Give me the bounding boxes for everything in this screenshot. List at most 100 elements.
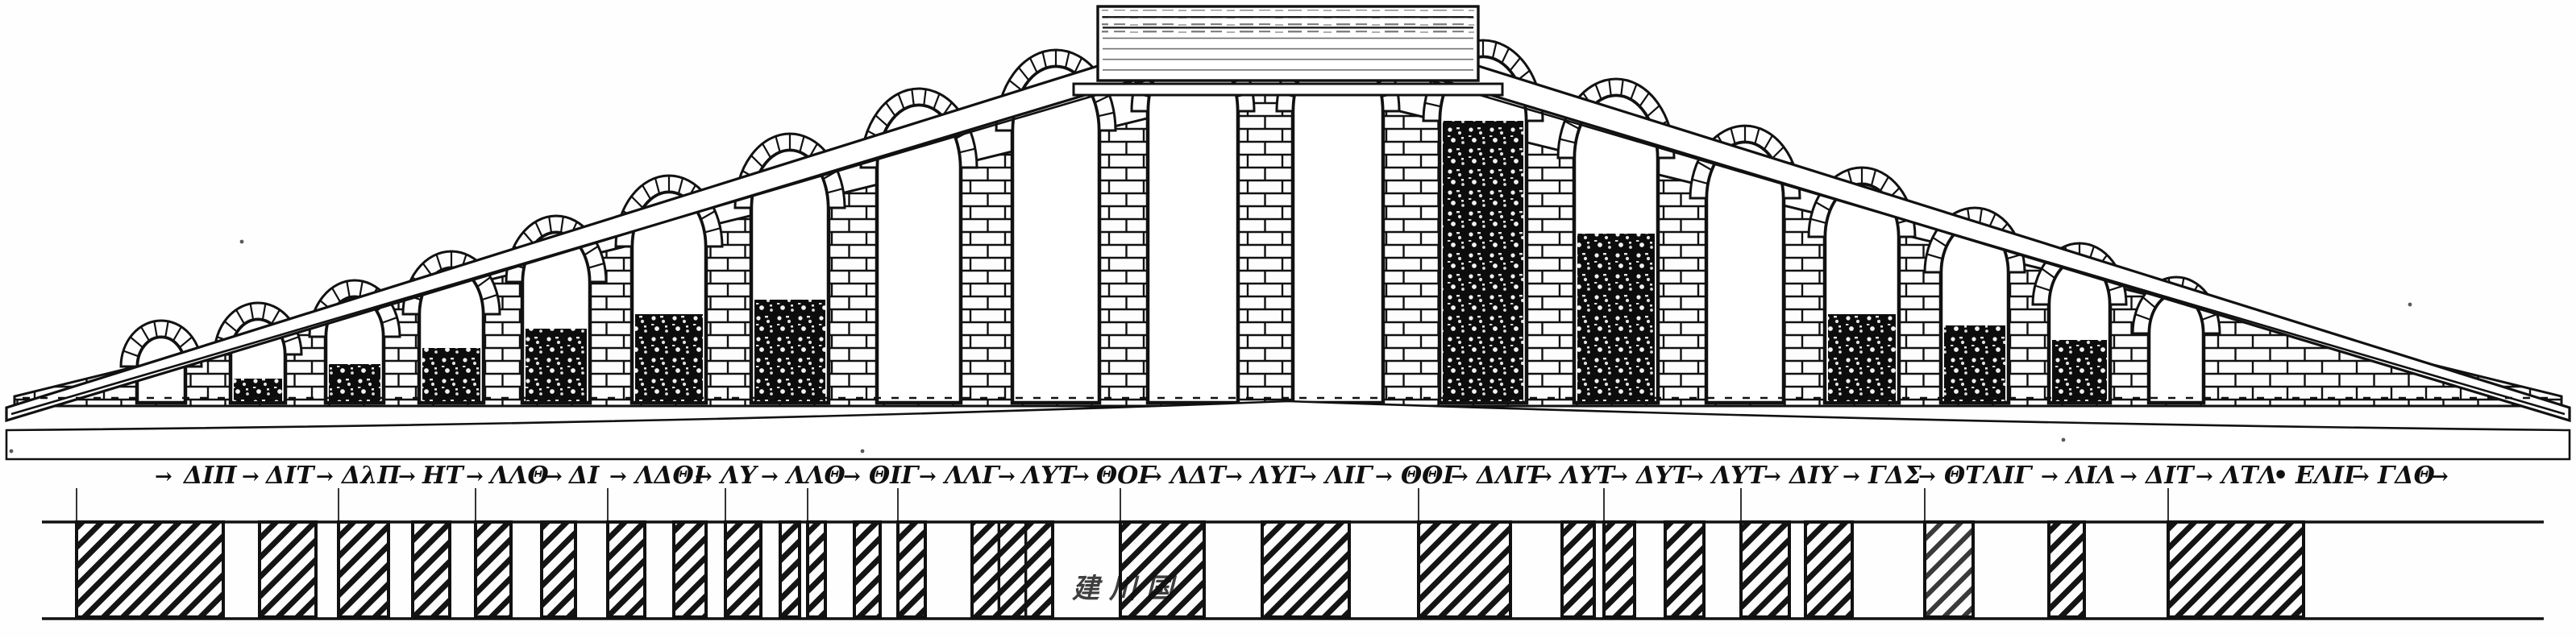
attic-panel-group <box>1096 5 1480 82</box>
dimension-mark-25: ΘΟΓ <box>1096 462 1157 490</box>
arch-rubble-fill-6 <box>635 314 703 401</box>
arch-rubble-fill-5 <box>526 329 587 401</box>
dimension-mark-26: → <box>1145 465 1162 489</box>
dimension-mark-54: ΛΤΛ <box>2219 462 2277 490</box>
arch-rubble-fill-13 <box>1577 234 1655 401</box>
dimension-mark-4: → <box>316 465 334 489</box>
ink-speck <box>860 449 865 454</box>
dimension-mark-21: ΛΛΓ <box>942 462 1002 490</box>
dimension-mark-18: → <box>843 465 861 489</box>
plan-pier-23 <box>1923 520 1975 619</box>
dimension-mark-36: → <box>1535 465 1552 489</box>
dimension-mark-37: ΛΥΤ <box>1558 462 1617 490</box>
dimension-mark-5: ΔλΠ <box>340 462 401 490</box>
dimension-mark-24: → <box>1072 465 1090 489</box>
dimension-mark-15: ΛΥ <box>718 462 758 490</box>
plan-pier-5 <box>474 520 513 619</box>
plan-pier-25 <box>2167 520 2305 619</box>
dimension-mark-55: • <box>2273 462 2288 490</box>
dimension-mark-57: → <box>2352 465 2370 489</box>
dimension-mark-41: ΛΥΤ <box>1710 462 1768 490</box>
dimension-mark-38: → <box>1610 465 1628 489</box>
dimension-mark-30: → <box>1299 465 1317 489</box>
plan-pier-1 <box>75 520 225 619</box>
plan-pier-15 <box>1119 520 1206 619</box>
arch-rubble-fill-15 <box>1828 314 1896 401</box>
dimension-mark-51: → <box>2120 465 2138 489</box>
dimension-mark-44: → <box>1843 465 1860 489</box>
ink-specks <box>9 239 2412 454</box>
ground-surface-line <box>5 400 2571 461</box>
ink-speck <box>2061 437 2066 442</box>
dimension-mark-1: ΔΙΠ <box>182 462 238 490</box>
parapet-inner-edge <box>10 37 2566 416</box>
attic-band-lines <box>1103 15 1473 71</box>
ground-and-datum <box>5 396 2571 461</box>
attic-inscription-traces <box>1102 10 1474 37</box>
plan-signature-mark: 建 川 国 <box>1072 573 1178 605</box>
plan-group: 建 川 国 <box>42 520 2544 620</box>
dimension-mark-3: ΔΙΤ <box>264 462 316 490</box>
dimension-mark-13: ΛΔΘΙ <box>633 462 706 490</box>
dimension-mark-9: ΛΛΘ <box>488 462 549 490</box>
plan-pier-2 <box>258 520 318 619</box>
plan-pier-6 <box>540 520 577 619</box>
plan-pier-9 <box>724 520 762 619</box>
dimension-mark-22: → <box>998 465 1016 489</box>
dimension-mark-32: → <box>1375 465 1393 489</box>
dimension-mark-45: ΓΔΣ <box>1868 462 1922 490</box>
dimension-mark-49: → <box>2041 465 2059 489</box>
dimension-mark-23: ΛΥΤ <box>1020 462 1078 490</box>
plan-pier-7 <box>606 520 646 619</box>
dimension-mark-11: ΔΙ <box>567 462 600 490</box>
arch-9 <box>995 48 1117 405</box>
dimension-mark-34: → <box>1451 465 1469 489</box>
dimension-mark-10: → <box>545 465 563 489</box>
plan-pier-20 <box>1664 520 1706 619</box>
dimension-mark-31: ΛΙΓ <box>1323 462 1374 490</box>
dimension-mark-19: ΘΙΓ <box>869 462 920 490</box>
dimension-mark-53: → <box>2196 465 2213 489</box>
dimension-mark-27: ΛΔΤ <box>1168 462 1228 490</box>
plan-pier-11 <box>806 520 827 619</box>
dimension-mark-8: → <box>466 465 484 489</box>
dimension-mark-47: ΘΤ <box>1944 462 1985 490</box>
arch-rubble-fill-2 <box>234 379 282 401</box>
arch-rubble-fill-4 <box>422 348 480 401</box>
plan-pier-4 <box>411 520 451 619</box>
dimension-mark-17: ΛΛΘ <box>784 462 846 490</box>
dimension-mark-28: → <box>1225 465 1243 489</box>
plan-pier-13 <box>896 520 927 619</box>
dimension-mark-43: ΔΙΥ <box>1788 462 1839 490</box>
dimension-mark-40: → <box>1686 465 1704 489</box>
ink-speck <box>9 449 14 454</box>
plan-pier-blocks <box>75 520 2305 619</box>
dimension-mark-33: ΘΘΓ <box>1401 462 1462 490</box>
arch-rubble-fill-17 <box>2052 340 2107 401</box>
ink-speck <box>239 239 244 244</box>
dimension-mark-35: ΔΛΙΤ <box>1475 462 1546 490</box>
dimension-mark-16: → <box>761 465 779 489</box>
dimension-mark-7: ΗΤ <box>422 462 465 490</box>
plan-pier-16 <box>1261 520 1351 619</box>
cornice-course <box>1072 82 1504 97</box>
dimension-mark-14: → <box>695 465 713 489</box>
dimension-mark-6: → <box>398 465 416 489</box>
dimension-mark-42: → <box>1764 465 1781 489</box>
ink-speck <box>2408 302 2412 307</box>
elevation-group <box>5 5 2571 461</box>
plan-pier-21 <box>1739 520 1791 619</box>
plan-pier-17 <box>1417 520 1512 619</box>
dimension-mark-0: → <box>155 465 172 489</box>
dimension-mark-20: → <box>919 465 937 489</box>
dimension-mark-59: → <box>2431 465 2449 489</box>
dimension-mark-2: → <box>242 465 260 489</box>
plan-pier-22 <box>1804 520 1854 619</box>
dimension-mark-29: ΛΥΓ <box>1249 462 1307 490</box>
plan-pier-24 <box>2047 520 2086 619</box>
plan-pier-14 <box>970 520 1054 619</box>
dimension-mark-56: ΕΛΙΓ <box>2295 462 2363 490</box>
plan-pier-3 <box>337 520 390 619</box>
